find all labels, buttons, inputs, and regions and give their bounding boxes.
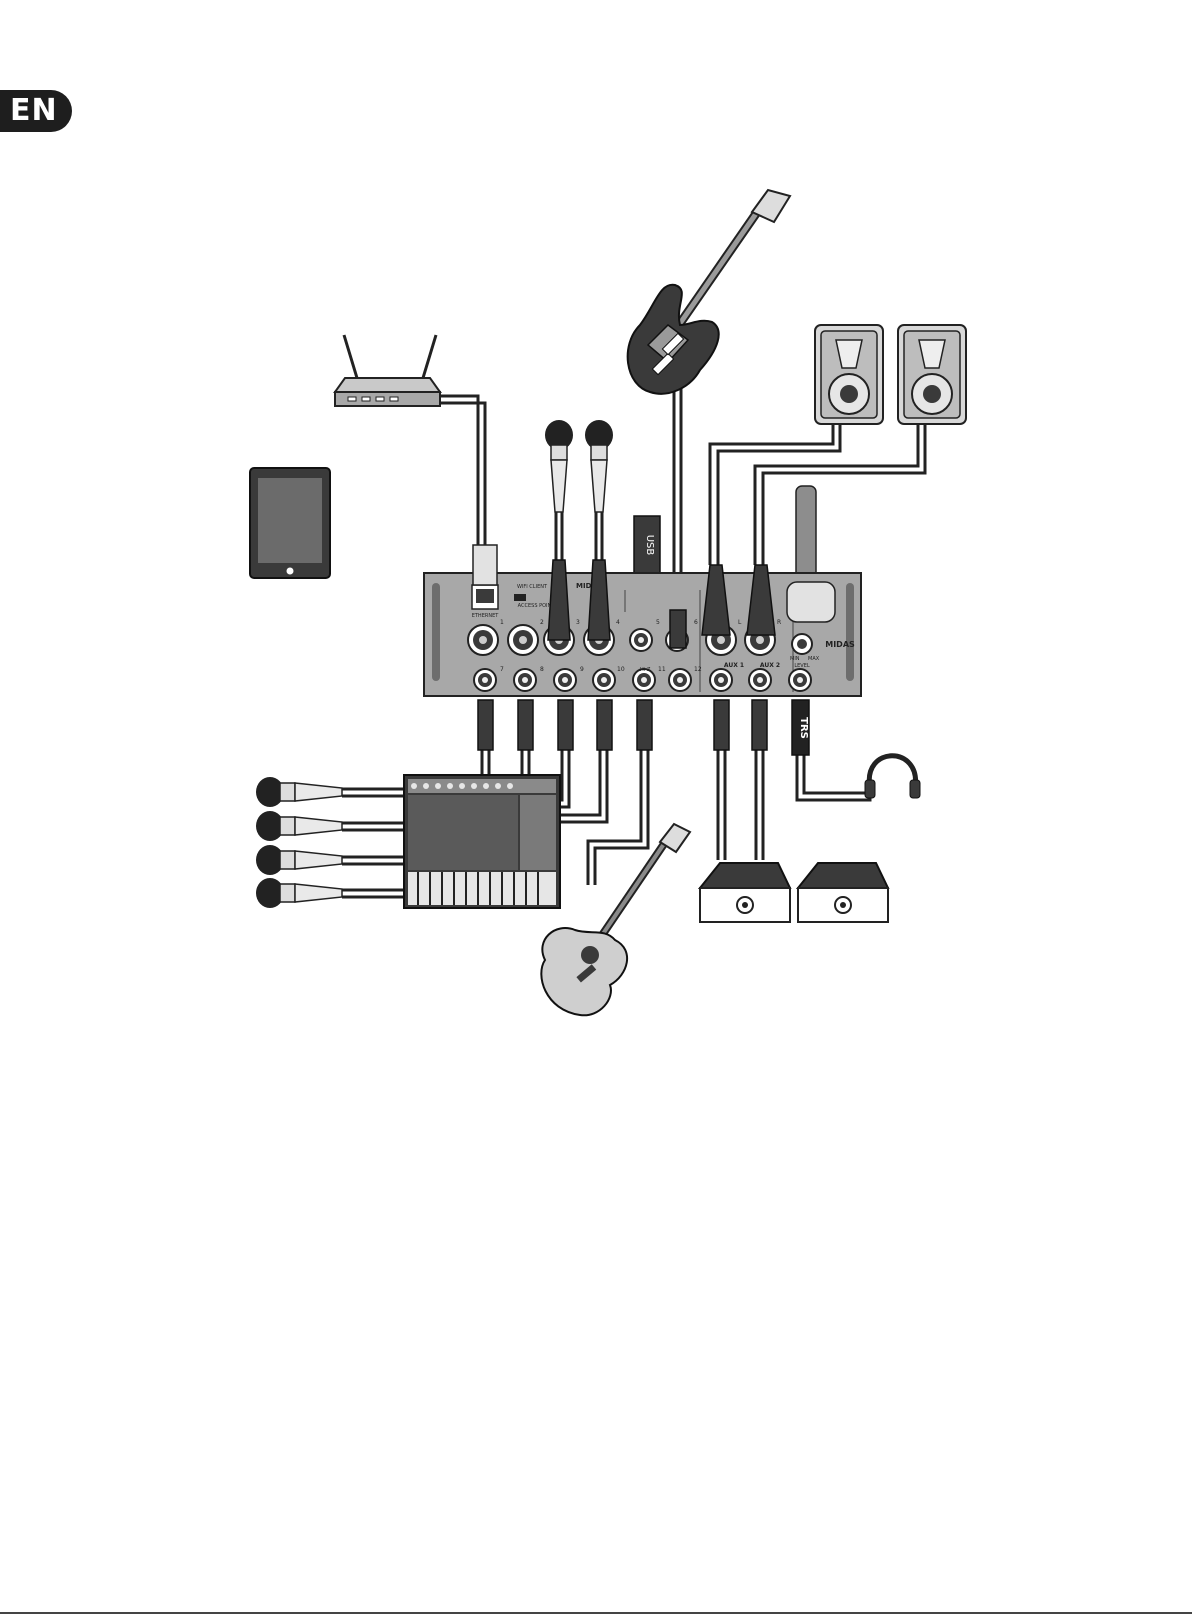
aux-2-label: AUX 2 (760, 662, 780, 669)
wifi-client-label: WIFI CLIENT (517, 584, 548, 590)
floor-monitor-right (798, 863, 888, 922)
microphone-side-2 (256, 811, 342, 841)
level-label: LEVEL (794, 663, 810, 669)
hi-z-label: Hi-Z (640, 667, 651, 673)
aux-r-label: R (777, 619, 781, 626)
aux-1-label: AUX 1 (724, 662, 744, 669)
floor-monitor-left (700, 863, 790, 922)
bass-guitar (628, 190, 790, 394)
channel-12-label: 12 (694, 666, 702, 673)
mixer-panel: ETHERNET WIFI CLIENT ACCESS POINT MIDI M… (424, 573, 861, 696)
channel-10-label: 10 (617, 666, 625, 673)
channel-11-label: 11 (658, 666, 666, 673)
bottom-rule (0, 1612, 1192, 1614)
trs-label: TRS (798, 717, 809, 739)
channel-6-label: 6 (694, 619, 698, 626)
router (335, 335, 440, 406)
channel-9-label: 9 (580, 666, 584, 673)
microphone-side-3 (256, 845, 342, 875)
channel-2-label: 2 (540, 619, 544, 626)
channel-8-label: 8 (540, 666, 544, 673)
acoustic-guitar (541, 824, 690, 1015)
channel-7-label: 7 (500, 666, 504, 673)
microphone-top-2 (585, 420, 613, 512)
channel-4-label: 4 (616, 619, 620, 626)
microphone-side-1 (256, 777, 342, 807)
speaker-right (898, 325, 966, 424)
speaker-left (815, 325, 883, 424)
tablet (250, 468, 330, 578)
max-label: MAX (808, 656, 820, 662)
microphone-side-4 (256, 878, 342, 908)
channel-1-label: 1 (500, 619, 504, 626)
headphones (865, 756, 920, 798)
usb-label: USB (644, 535, 655, 556)
small-mixer (404, 775, 560, 908)
min-label: MIN (790, 656, 800, 662)
brand-logo: MIDAS (825, 640, 855, 649)
microphone-top-1 (545, 420, 573, 512)
channel-5-label: 5 (656, 619, 660, 626)
ethernet-label: ETHERNET (472, 613, 500, 619)
channel-3-label: 3 (576, 619, 580, 626)
